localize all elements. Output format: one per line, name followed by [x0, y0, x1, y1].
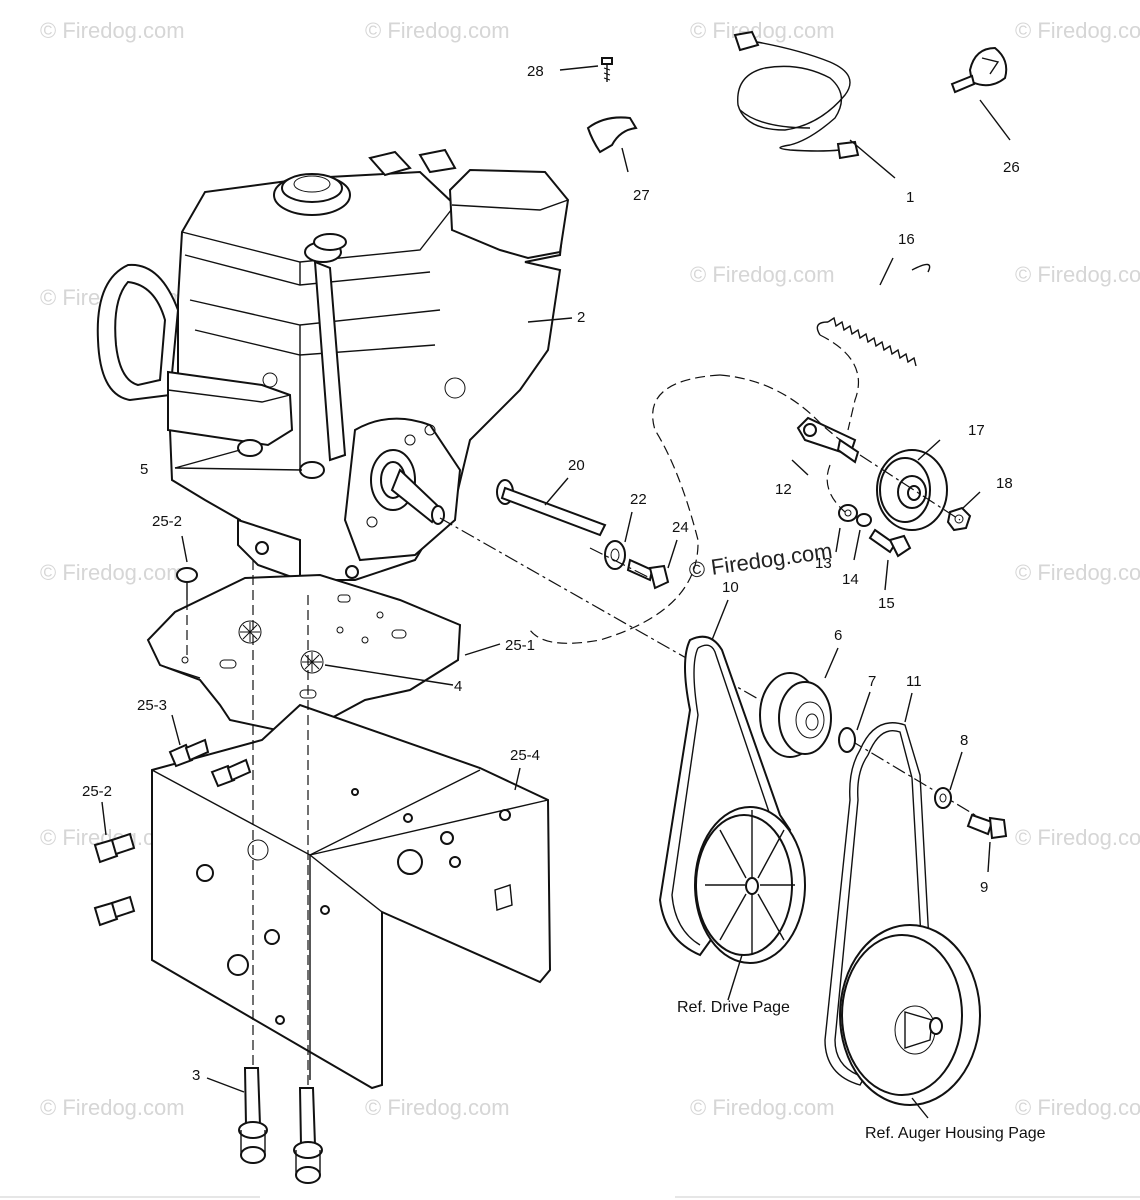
- callout-7: 7: [868, 673, 876, 690]
- callout-2: 2: [577, 309, 585, 326]
- part-28-screw: [601, 57, 613, 82]
- part-9-bolt: [966, 813, 1008, 840]
- assembly-path: [529, 374, 721, 644]
- callout-6: 6: [834, 627, 842, 644]
- watermark: © Firedog.com: [365, 1095, 510, 1120]
- watermark: © Firedog.com: [690, 1095, 835, 1120]
- callout-24: 24: [672, 519, 689, 536]
- callout-1: 1: [906, 189, 914, 206]
- bolt-25-2-side: [93, 832, 136, 927]
- part-24-bolt: [626, 558, 670, 590]
- watermark: © Firedog.com: [1015, 262, 1140, 287]
- callout-17: 17: [968, 422, 985, 439]
- part-22-washer: [604, 540, 626, 570]
- callout-10: 10: [722, 579, 739, 596]
- leader-lines: [101, 65, 1011, 1119]
- assembly-path: [819, 334, 859, 431]
- watermark: © Firedog.com: [40, 560, 185, 585]
- callout-3: 3: [192, 1067, 200, 1084]
- watermark: © Firedog.com: [1015, 825, 1140, 850]
- bottom-rule: [0, 1196, 260, 1198]
- callout-26: 26: [1003, 159, 1020, 176]
- callout-9: 9: [980, 879, 988, 896]
- axis-line: [589, 547, 651, 579]
- watermark: © Firedog.com: [690, 18, 835, 43]
- callout-20: 20: [568, 457, 585, 474]
- assembly-path: [719, 374, 841, 441]
- assembly-path: [826, 464, 846, 513]
- part-16-spring: [816, 263, 931, 367]
- callout-5: 5: [140, 461, 148, 478]
- auger-pulley: [839, 924, 981, 1106]
- callout-12: 12: [775, 481, 792, 498]
- callout-11: 11: [906, 673, 922, 690]
- watermark: © Firedog.com: [40, 18, 185, 43]
- engine: [96, 148, 570, 582]
- axis-line: [859, 454, 961, 521]
- bottom-rule: [675, 1196, 1140, 1198]
- callout-25-1: 25-1: [505, 637, 535, 654]
- watermark-center: © Firedog.com: [687, 538, 834, 583]
- part-7-washer: [838, 727, 856, 753]
- part-11-belt: [824, 722, 931, 1086]
- watermark: © Firedog.com: [40, 1095, 185, 1120]
- callout-25-2-top: 25-2: [152, 513, 182, 530]
- callout-15: 15: [878, 595, 895, 612]
- callout-25-4: 25-4: [510, 747, 540, 764]
- part-6-pulley: [759, 672, 832, 758]
- bolt-25-3: [168, 738, 252, 788]
- callout-8: 8: [960, 732, 968, 749]
- watermark: © Firedog.com: [1015, 560, 1140, 585]
- callout-18: 18: [996, 475, 1013, 492]
- callout-25-3: 25-3: [137, 697, 167, 714]
- part-20-shaft: [496, 479, 607, 537]
- callout-22: 22: [630, 491, 647, 508]
- callout-16: 16: [898, 231, 915, 248]
- callout-27: 27: [633, 187, 650, 204]
- idler-assembly: [796, 416, 972, 558]
- part-8-washer: [934, 787, 952, 809]
- callout-14: 14: [842, 571, 859, 588]
- bolt-25-2-top: [176, 567, 198, 600]
- callouts: 28 27 1 26 2 16 17 12 18 13 14 15 5 20 2…: [82, 63, 1046, 1142]
- bolt-3: [238, 1067, 323, 1184]
- part-27-clip: [586, 116, 638, 154]
- callout-4: 4: [454, 678, 462, 695]
- callout-13: 13: [815, 555, 832, 572]
- part-1-wire-harness: [733, 30, 860, 160]
- callout-25-2-side: 25-2: [82, 783, 112, 800]
- part-25-1-plate: [146, 573, 462, 737]
- part-26-knob: [950, 46, 1008, 94]
- drive-pulley: [694, 806, 806, 964]
- watermark: © Firedog.com: [1015, 1095, 1140, 1120]
- ref-drive-page: Ref. Drive Page: [677, 999, 790, 1016]
- ref-auger-housing-page: Ref. Auger Housing Page: [865, 1125, 1046, 1142]
- watermark: © Firedog.com: [1015, 18, 1140, 43]
- part-25-4-frame: [151, 703, 552, 1090]
- watermark: © Firedog.com: [690, 262, 835, 287]
- callout-28: 28: [527, 63, 544, 80]
- watermark: © Firedog.com: [365, 18, 510, 43]
